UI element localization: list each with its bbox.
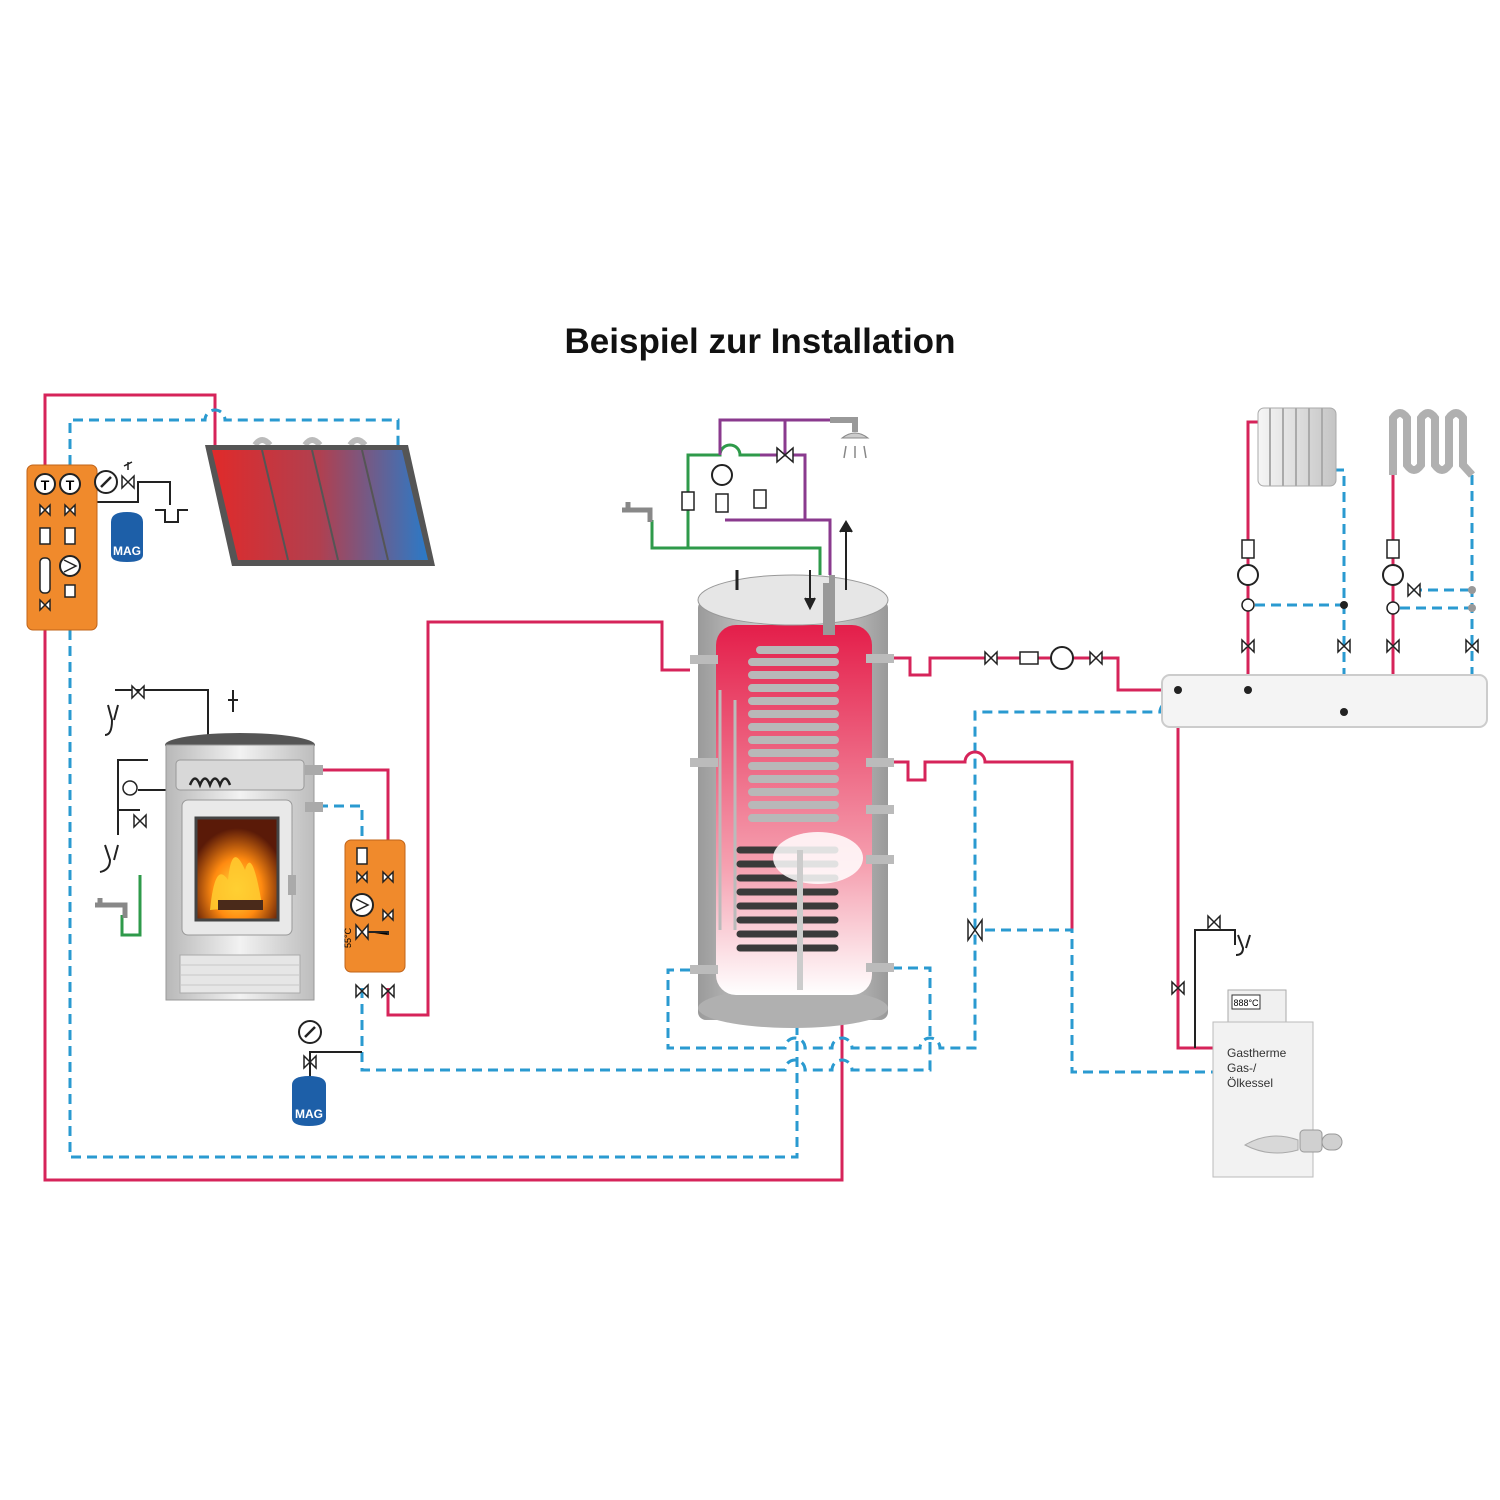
svg-text:MAG: MAG <box>113 544 141 558</box>
expansion-vessel-icon: MAG <box>292 1076 326 1126</box>
thermometer-icon: T <box>59 473 81 495</box>
stove-flow-pipe <box>318 620 690 1017</box>
dhw-coil <box>748 646 839 822</box>
boiler-flow-pipe <box>892 690 1215 1050</box>
safety-valve-icon <box>303 1054 317 1070</box>
drain-funnel-icon <box>99 844 119 873</box>
svg-text:888°C: 888°C <box>1233 998 1259 1008</box>
sensor-icon <box>122 780 138 796</box>
tank-lower-right-return <box>892 966 932 1048</box>
heating-manifold <box>1161 674 1488 728</box>
check-valve-icon <box>64 527 76 545</box>
check-valve-icon <box>356 847 368 865</box>
ball-valve-icon <box>39 598 51 612</box>
safety-valve-icon <box>131 684 145 700</box>
pump-icon <box>1382 564 1404 586</box>
shower-icon <box>830 417 870 459</box>
pump-icon <box>1050 646 1074 670</box>
hot-water-pipe <box>718 418 850 575</box>
drain-funnel-icon <box>1235 934 1251 956</box>
ball-valve-icon <box>355 983 395 999</box>
air-vent-icon <box>228 690 238 712</box>
mixing-valve-icon <box>967 917 983 943</box>
svg-text:Gas-/: Gas-/ <box>1227 1061 1257 1075</box>
buffer-tank <box>690 520 894 1028</box>
pressure-gauge-icon <box>94 470 118 494</box>
pump-icon <box>350 893 374 917</box>
pellet-stove <box>165 733 323 1001</box>
ball-valve-icon <box>1171 980 1185 996</box>
stove-pump-module: 55°C <box>343 839 406 973</box>
mixing-valve-icon <box>776 446 794 464</box>
pressure-gauge-icon <box>298 1020 322 1044</box>
flow-meter-icon <box>39 557 51 594</box>
boiler-return-pipe <box>985 928 1215 1074</box>
check-valve-icon <box>1019 651 1039 665</box>
check-valve-icon <box>1241 539 1255 559</box>
mixing-valve-icon <box>1241 598 1255 612</box>
check-valve-icon <box>715 493 729 513</box>
radiator-return <box>1255 468 1346 712</box>
ball-valve-icon <box>984 650 1103 666</box>
mixing-valve-icon <box>1386 601 1400 615</box>
drain-funnel-icon <box>104 704 119 736</box>
svg-text:Ölkessel: Ölkessel <box>1227 1076 1273 1090</box>
safety-valve-icon <box>1207 914 1221 930</box>
solar-return-pipe <box>68 408 799 1159</box>
safety-lines <box>88 481 1236 1080</box>
safety-valve-icon <box>121 461 135 490</box>
svg-text:T: T <box>41 477 50 493</box>
page-title: Beispiel zur Installation <box>564 322 956 361</box>
svg-text:55°C: 55°C <box>343 927 353 948</box>
ball-valve-icon <box>1241 638 1479 654</box>
mixing-valve-icon <box>355 922 369 942</box>
svg-text:T: T <box>66 477 75 493</box>
check-valve-icon <box>681 491 695 511</box>
ball-valve-icon <box>39 503 76 517</box>
ball-valve-icon <box>1407 582 1421 598</box>
solar-pump-station: T T <box>26 464 98 631</box>
tap-icon <box>622 502 653 522</box>
drain-funnel-icon <box>155 509 188 523</box>
heat-exchanger-coil <box>188 777 232 789</box>
check-valve-icon <box>753 489 767 509</box>
radiator-icon <box>1257 407 1337 487</box>
svg-text:Gastherme: Gastherme <box>1227 1046 1287 1060</box>
svg-text:MAG: MAG <box>295 1107 323 1121</box>
expansion-vessel-icon: MAG <box>111 512 143 562</box>
burner-flame <box>1243 1135 1299 1154</box>
gas-oil-boiler: 888°C Gastherme Gas-/ Ölkessel <box>1212 989 1343 1178</box>
pipes <box>43 393 1474 1182</box>
tap-icon <box>95 898 128 918</box>
stove-return-pipe <box>318 804 932 1072</box>
filter-icon <box>64 584 76 598</box>
solar-collector <box>205 437 435 566</box>
underfloor-coil-icon <box>1389 409 1475 478</box>
check-valve-icon <box>1386 539 1400 559</box>
check-valve-icon <box>39 527 51 545</box>
thermometer-icon: T <box>34 473 56 495</box>
pump-icon <box>711 464 733 486</box>
pump-icon <box>1237 564 1259 586</box>
ball-valve-icon <box>356 870 394 922</box>
ball-valve-icon <box>133 813 147 829</box>
